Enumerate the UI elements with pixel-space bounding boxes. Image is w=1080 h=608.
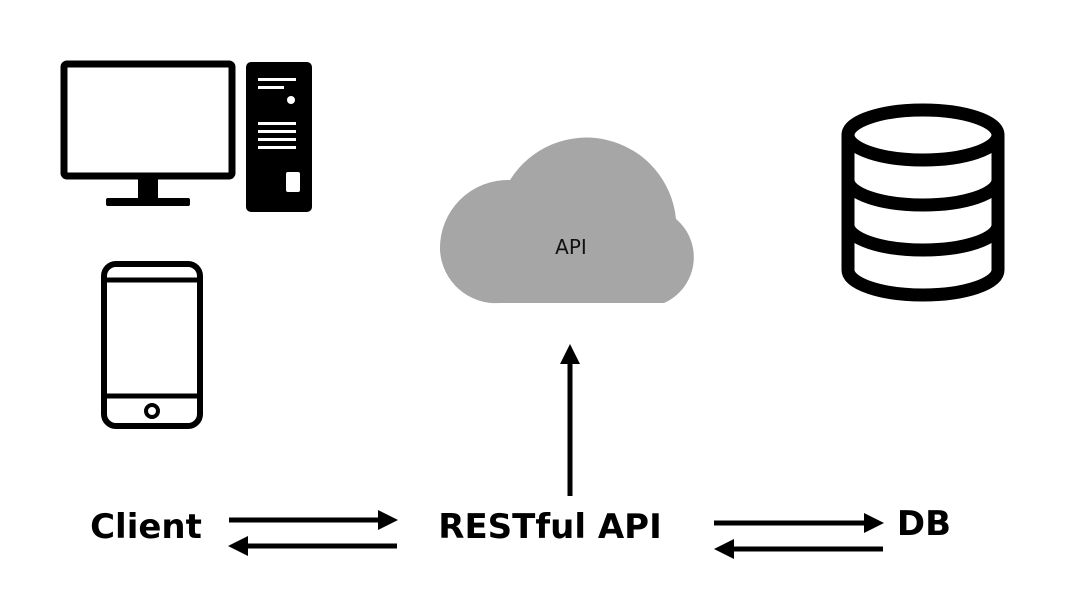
db-label: DB <box>897 504 951 544</box>
client-label: Client <box>90 507 202 547</box>
database-icon <box>841 103 1005 302</box>
smartphone-icon <box>101 261 203 429</box>
cloud-icon: API <box>439 137 694 304</box>
desktop-computer-icon <box>60 60 312 212</box>
monitor-icon <box>60 60 236 206</box>
computer-tower-icon <box>246 62 312 212</box>
restful-api-label: RESTful API <box>438 507 661 547</box>
cloud-label: API <box>555 235 587 259</box>
